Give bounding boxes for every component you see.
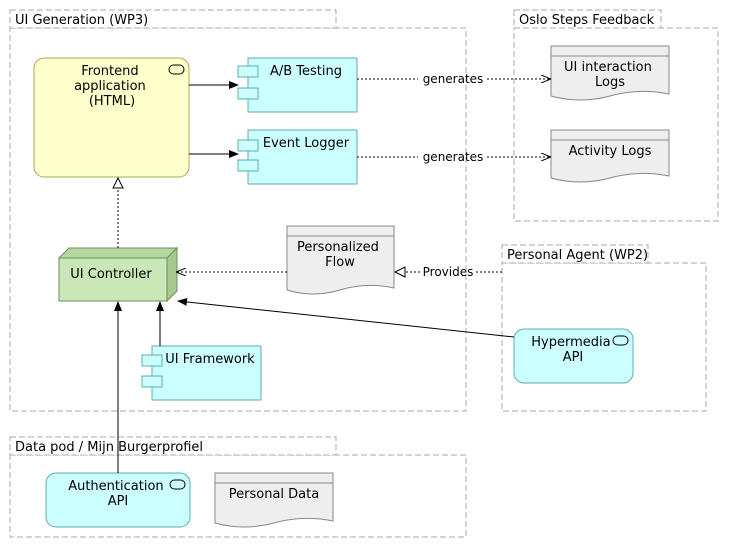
component-icon [237, 139, 259, 172]
personal-data-label: Personal Data [229, 487, 319, 502]
personalized-flow-label: Personalized Flow [297, 240, 383, 270]
interface-icon [612, 335, 629, 346]
edge-event-logger-generates: generates [357, 150, 550, 164]
ab-testing-label: A/B Testing [270, 64, 342, 79]
event-logger-node[interactable]: Event Logger [237, 129, 358, 185]
edge-label-generates: generates [423, 150, 484, 164]
group-ui-generation: UI Generation (WP3) [9, 9, 467, 412]
frontend-application-label: Frontend application (HTML) [74, 64, 150, 109]
edge-provides: Provides [395, 265, 502, 279]
ab-testing-node[interactable]: A/B Testing [237, 57, 358, 113]
authentication-api-node[interactable]: Authentication API [45, 472, 191, 528]
event-logger-label: Event Logger [263, 136, 350, 151]
hypermedia-api-node[interactable]: Hypermedia API [513, 328, 634, 384]
group-personal-agent: Personal Agent (WP2) [501, 244, 707, 412]
ui-interaction-logs-label: UI interaction Logs [564, 60, 656, 90]
ui-framework-label: UI Framework [165, 352, 255, 367]
edge-label-generates: generates [423, 72, 484, 86]
ui-controller-label: UI Controller [70, 267, 152, 282]
edge-hypermedia-api-ui-controller [177, 297, 515, 338]
interface-icon [168, 64, 185, 75]
group-data-pod-title: Data pod / Mijn Burgerprofiel [15, 440, 203, 455]
edge-label-provides: Provides [423, 265, 474, 279]
ui-framework-node[interactable]: UI Framework [141, 345, 262, 401]
personalized-flow-node[interactable]: Personalized Flow [286, 225, 395, 295]
group-data-pod: Data pod / Mijn Burgerprofiel [9, 436, 467, 538]
component-icon [237, 65, 259, 100]
ui-interaction-logs-node[interactable]: UI interaction Logs [550, 45, 670, 101]
group-personal-agent-title: Personal Agent (WP2) [507, 248, 648, 263]
edge-ab-testing-generates: generates [357, 72, 550, 86]
interface-icon [169, 479, 186, 490]
hypermedia-api-label: Hypermedia API [531, 335, 614, 365]
group-oslo-steps: Oslo Steps Feedback [513, 9, 719, 222]
activity-logs-node[interactable]: Activity Logs [550, 129, 670, 183]
group-oslo-steps-title: Oslo Steps Feedback [519, 13, 655, 28]
group-ui-generation-title: UI Generation (WP3) [15, 13, 148, 28]
component-icon [141, 354, 163, 388]
personal-data-node[interactable]: Personal Data [214, 472, 334, 528]
authentication-api-label: Authentication API [68, 479, 168, 509]
frontend-application-node[interactable]: Frontend application (HTML) [33, 57, 190, 178]
activity-logs-label: Activity Logs [569, 144, 652, 159]
ui-controller-node[interactable]: UI Controller [57, 246, 179, 303]
